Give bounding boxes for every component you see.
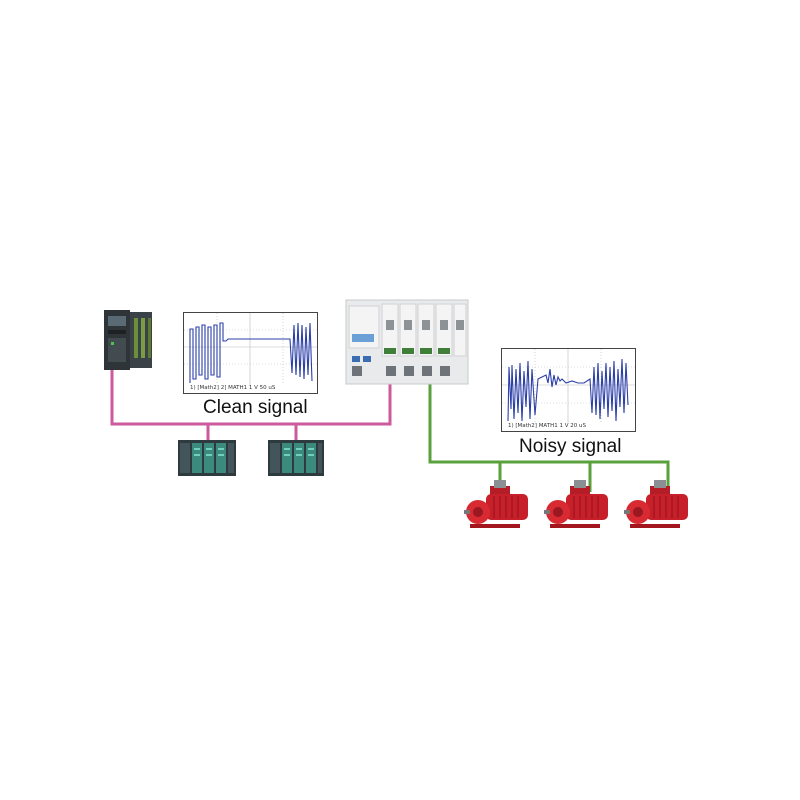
- gear-motor-icon: [624, 480, 688, 528]
- noisy-scope-readout: 1) [Math2] MATH1 1 V 20 uS: [508, 423, 586, 429]
- clean-scope-readout: 1) [Math2] 2] MATH1 1 V 50 uS: [190, 385, 276, 391]
- io-module-icon: [268, 440, 324, 476]
- gear-motor-icon: [544, 480, 608, 528]
- io-module-icon: [178, 440, 236, 476]
- noisy-signal-trace: [502, 349, 635, 423]
- clean-signal-trace: [184, 313, 317, 385]
- noisy-bus-line: [428, 384, 670, 488]
- clean-oscilloscope-panel: 1) [Math2] 2] MATH1 1 V 50 uS: [183, 312, 318, 394]
- clean-signal-caption: Clean signal: [203, 397, 308, 418]
- clean-bus-line: [110, 370, 392, 426]
- gear-motor-icon: [464, 480, 528, 528]
- noisy-oscilloscope-panel: 1) [Math2] MATH1 1 V 20 uS: [501, 348, 636, 432]
- repeater-hub-icon: [345, 299, 469, 385]
- noisy-signal-caption: Noisy signal: [519, 436, 622, 457]
- plc-rack-icon: [104, 310, 152, 370]
